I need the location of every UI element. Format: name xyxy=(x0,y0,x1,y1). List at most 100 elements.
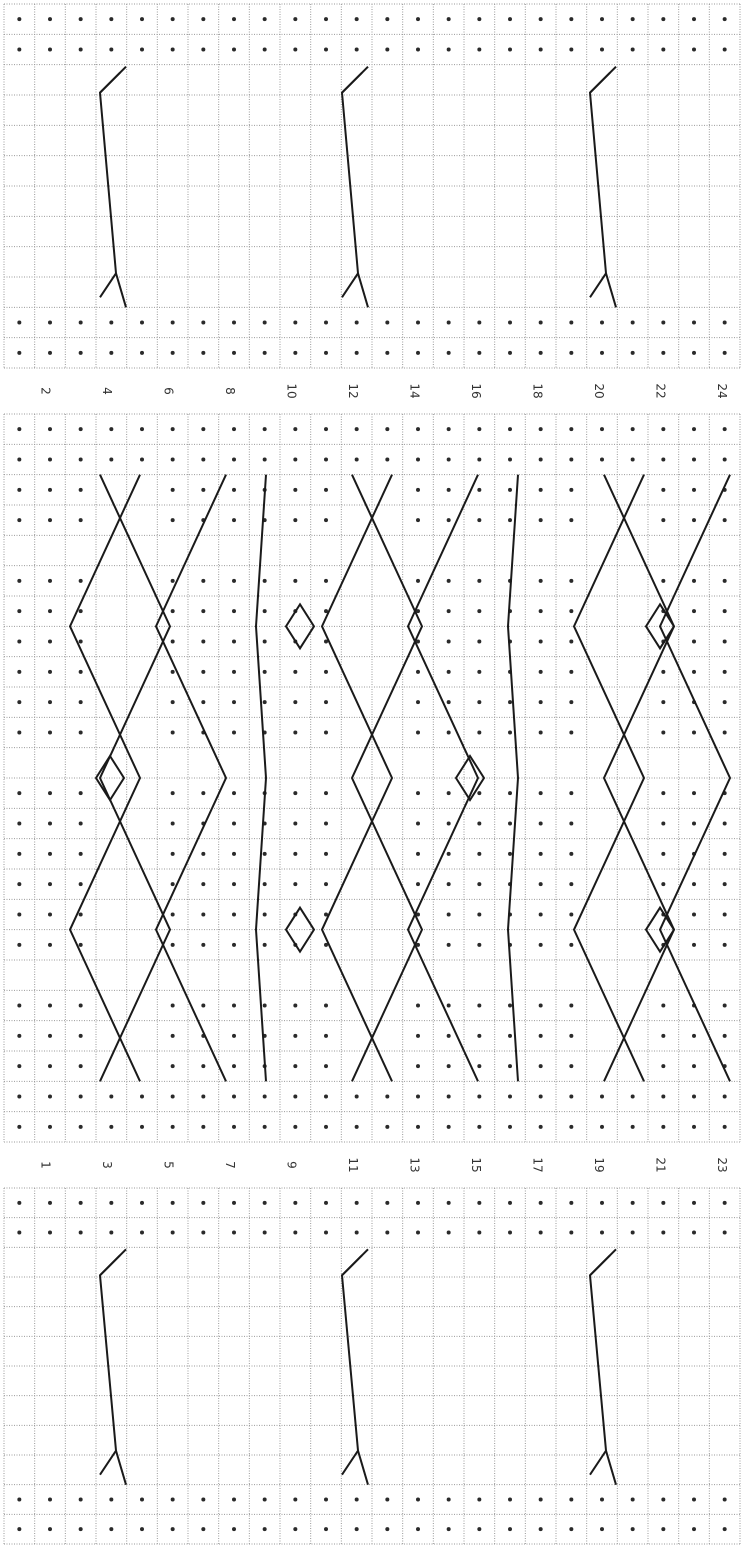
bottom-panel-grid xyxy=(4,1188,740,1544)
purl-dot xyxy=(447,731,451,735)
purl-dot xyxy=(692,1498,696,1502)
purl-dot xyxy=(692,1064,696,1068)
purl-dot xyxy=(232,458,236,462)
purl-dot xyxy=(539,17,543,21)
purl-dot xyxy=(447,882,451,886)
purl-dot xyxy=(293,822,297,826)
purl-dot xyxy=(508,852,512,856)
purl-dot xyxy=(508,321,512,325)
purl-dot xyxy=(293,791,297,795)
purl-dot xyxy=(539,913,543,917)
purl-dot xyxy=(263,700,267,704)
purl-dot xyxy=(79,579,83,583)
purl-dot xyxy=(109,427,113,431)
purl-dot xyxy=(508,1201,512,1205)
purl-dot xyxy=(232,640,236,644)
purl-dot xyxy=(171,48,175,52)
purl-dot xyxy=(232,351,236,355)
purl-dot xyxy=(109,1231,113,1235)
purl-dot xyxy=(171,822,175,826)
purl-dot xyxy=(48,427,52,431)
purl-dot xyxy=(692,1095,696,1099)
purl-dot xyxy=(324,1095,328,1099)
purl-dot xyxy=(692,882,696,886)
purl-dot xyxy=(416,17,420,21)
purl-dot xyxy=(48,1231,52,1235)
purl-dot xyxy=(385,351,389,355)
purl-dot xyxy=(263,1231,267,1235)
purl-dot xyxy=(17,882,21,886)
purl-dot xyxy=(232,488,236,492)
purl-dot xyxy=(477,518,481,522)
purl-dot xyxy=(447,427,451,431)
purl-dot xyxy=(324,670,328,674)
purl-dot xyxy=(631,1527,635,1531)
purl-dot xyxy=(109,321,113,325)
purl-dot xyxy=(416,1034,420,1038)
purl-dot xyxy=(17,852,21,856)
purl-dot xyxy=(17,1064,21,1068)
purl-dot xyxy=(140,321,144,325)
purl-dot xyxy=(508,458,512,462)
purl-dot xyxy=(355,321,359,325)
purl-dot xyxy=(477,640,481,644)
purl-dot xyxy=(324,700,328,704)
purl-dot xyxy=(232,822,236,826)
purl-dot xyxy=(692,640,696,644)
row-number-label: 4 xyxy=(100,387,114,395)
cable-strand xyxy=(116,1451,126,1485)
purl-dot xyxy=(232,1125,236,1129)
purl-dot xyxy=(79,1527,83,1531)
purl-dot xyxy=(447,609,451,613)
row-number-label: 8 xyxy=(223,387,237,395)
row-number-label: 14 xyxy=(408,383,422,398)
purl-dot xyxy=(48,913,52,917)
purl-dot xyxy=(48,321,52,325)
purl-dot xyxy=(293,427,297,431)
purl-dot xyxy=(600,351,604,355)
purl-dot xyxy=(508,1125,512,1129)
row-number-label: 11 xyxy=(346,1157,360,1172)
purl-dot xyxy=(447,670,451,674)
purl-dot xyxy=(263,427,267,431)
purl-dot xyxy=(293,1498,297,1502)
purl-dot xyxy=(201,1498,205,1502)
purl-dot xyxy=(416,488,420,492)
purl-dot xyxy=(48,1527,52,1531)
purl-dot xyxy=(201,1064,205,1068)
purl-dot xyxy=(723,731,727,735)
purl-dot xyxy=(232,852,236,856)
purl-dot xyxy=(692,913,696,917)
purl-dot xyxy=(539,1231,543,1235)
purl-dot xyxy=(661,17,665,21)
purl-dot xyxy=(79,791,83,795)
purl-dot xyxy=(600,1498,604,1502)
purl-dot xyxy=(232,1004,236,1008)
purl-dot xyxy=(508,518,512,522)
purl-dot xyxy=(477,882,481,886)
purl-dot xyxy=(508,351,512,355)
purl-dot xyxy=(79,17,83,21)
purl-dot xyxy=(48,1095,52,1099)
purl-dot xyxy=(723,351,727,355)
purl-dot xyxy=(569,670,573,674)
purl-dot xyxy=(692,1527,696,1531)
purl-dot xyxy=(201,351,205,355)
purl-dot xyxy=(692,1201,696,1205)
purl-dot xyxy=(539,488,543,492)
purl-dot xyxy=(79,609,83,613)
purl-dot xyxy=(79,351,83,355)
purl-dot xyxy=(447,321,451,325)
purl-dot xyxy=(79,1498,83,1502)
purl-dot xyxy=(692,791,696,795)
purl-dot xyxy=(447,1034,451,1038)
purl-dot xyxy=(477,609,481,613)
purl-dot xyxy=(539,1064,543,1068)
purl-dot xyxy=(232,1064,236,1068)
purl-dot xyxy=(661,700,665,704)
purl-dot xyxy=(263,882,267,886)
purl-dot xyxy=(171,1201,175,1205)
purl-dot xyxy=(508,488,512,492)
purl-dot xyxy=(447,579,451,583)
